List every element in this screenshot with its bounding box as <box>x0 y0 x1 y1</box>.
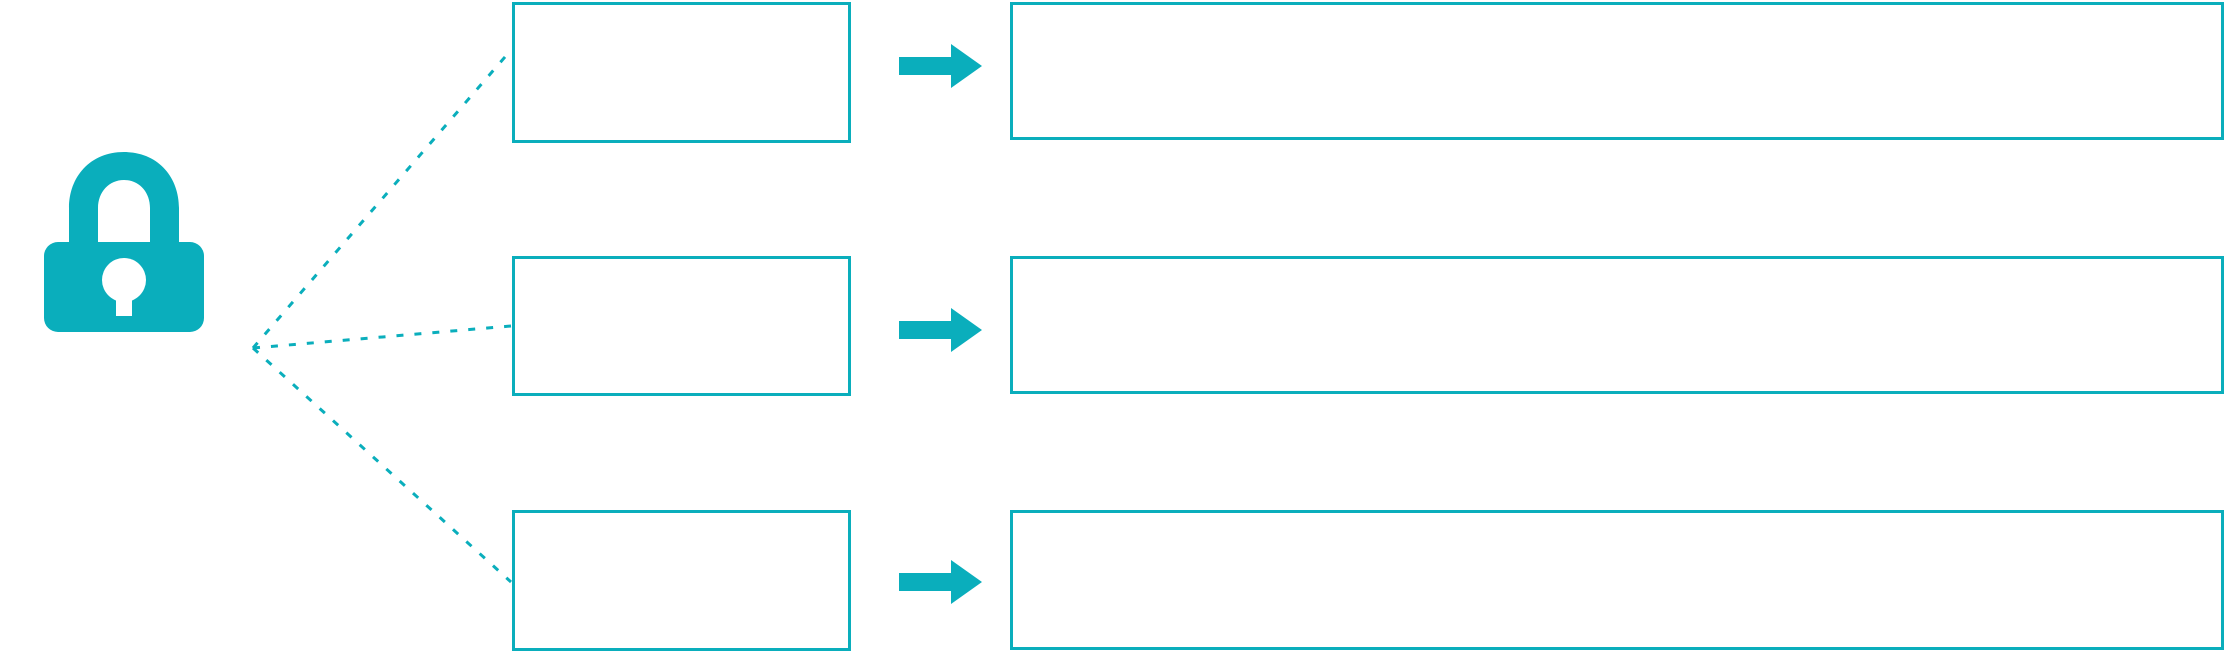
large-box-row-3[interactable] <box>1010 510 2224 650</box>
arrow-right-icon-row-3 <box>899 560 982 604</box>
arrow-right-icon-row-2 <box>899 308 982 352</box>
small-box-row-1[interactable] <box>512 2 851 143</box>
large-box-row-2[interactable] <box>1010 256 2224 394</box>
arrow-right-icon-row-1 <box>899 44 982 88</box>
arrow-right-glyph <box>899 308 982 352</box>
small-box-row-2[interactable] <box>512 256 851 396</box>
padlock-glyph <box>44 152 204 332</box>
connector-to-row-1 <box>251 49 513 349</box>
small-box-row-1-label <box>515 5 848 140</box>
connector-to-row-3 <box>251 346 513 584</box>
padlock-icon <box>28 152 220 332</box>
large-box-row-1-label <box>1013 5 2221 137</box>
large-box-row-2-label <box>1013 259 2221 391</box>
small-box-row-2-label <box>515 259 848 393</box>
large-box-row-3-label <box>1013 513 2221 647</box>
large-box-row-1[interactable] <box>1010 2 2224 140</box>
small-box-row-3-label <box>515 513 848 648</box>
connector-to-row-2 <box>252 324 512 350</box>
small-box-row-3[interactable] <box>512 510 851 651</box>
arrow-right-glyph <box>899 560 982 604</box>
arrow-right-glyph <box>899 44 982 88</box>
